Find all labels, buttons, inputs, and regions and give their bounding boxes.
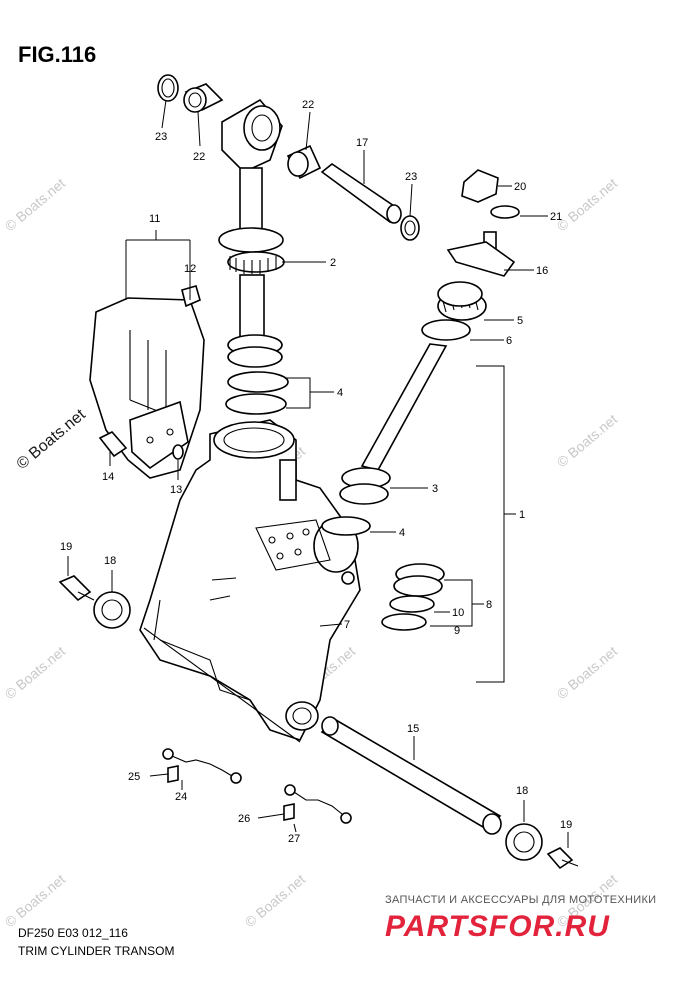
callout-8: 8 [486,599,492,611]
watermark: © Boats.net [554,411,621,470]
callout-6: 6 [506,335,512,347]
part-4-o-ring-lower[interactable] [321,516,371,536]
part-10-o-ring[interactable] [389,595,435,613]
part-24-ground-lead[interactable] [162,748,242,784]
part-5-cap[interactable] [437,281,487,321]
callout-10: 10 [452,607,464,619]
watermark: © Boats.net [14,406,90,473]
leader-lines [67,99,569,848]
part-21-washer[interactable] [490,205,520,219]
part-6-o-ring[interactable] [421,319,471,341]
part-4-o-rings-upper[interactable] [225,371,289,415]
watermark: © Boats.net [2,871,69,930]
callout-4: 4 [337,387,343,399]
callout-24: 24 [175,791,187,803]
part-22-bushing[interactable] [183,83,224,113]
callout-11: 11 [149,213,160,225]
part-18-bushing-right[interactable] [505,823,543,861]
callout-13: 13 [170,484,182,496]
callout-12: 12 [184,263,196,275]
callout-22: 22 [193,151,205,163]
part-9-o-ring[interactable] [381,613,427,631]
callout-4: 4 [399,527,405,539]
watermark: © Boats.net [2,643,69,702]
part-19-bolt-left[interactable] [58,575,95,602]
watermark: © Boats.net [242,871,309,930]
part-22-bushing-right[interactable] [286,144,322,180]
part-2-cylinder-rod-assembly[interactable] [218,98,285,368]
callout-22: 22 [302,99,314,111]
part-7-cylinder-body[interactable] [139,419,361,743]
callout-labels: 23 22 22 17 23 20 21 11 12 2 16 5 6 4 14… [60,99,572,845]
callout-17: 17 [356,137,368,149]
part-23-circlip-right[interactable] [400,215,420,241]
callout-19: 19 [60,541,72,553]
shop-tagline: ЗАПЧАСТИ И АКСЕССУАРЫ ДЛЯ МОТОТЕХНИКИ [385,894,657,906]
diagram-code: DF250 E03 012_116 [18,926,128,940]
callout-23: 23 [155,131,167,143]
diagram-caption: TRIM CYLINDER TRANSOM [18,944,175,958]
callout-23: 23 [405,171,417,183]
callout-19: 19 [560,819,572,831]
watermark: © Boats.net [2,175,69,234]
part-27-ground-lead[interactable] [284,784,352,824]
callout-14: 14 [102,471,114,483]
part-23-circlip[interactable] [157,74,179,102]
part-17-pin[interactable] [320,163,402,224]
callout-16: 16 [536,265,548,277]
callout-1: 1 [519,509,525,521]
callout-2: 2 [330,257,336,269]
part-8-piston[interactable] [393,563,445,597]
part-14-bolt[interactable] [98,431,128,458]
part-20-nut[interactable] [461,169,499,203]
callout-25: 25 [128,771,140,783]
watermark: © Boats.net [554,643,621,702]
shop-logo: PARTSFOR.RU [385,910,610,943]
part-3-piston-rod[interactable] [339,343,448,505]
part-12-plug[interactable] [181,285,201,308]
callout-26: 26 [238,813,250,825]
callout-18: 18 [516,785,528,797]
callout-15: 15 [407,723,419,735]
callout-21: 21 [550,211,562,223]
callout-3: 3 [432,483,438,495]
part-13-washer[interactable] [172,444,184,460]
part-26-bolt[interactable] [283,803,295,821]
part-19-bolt-right[interactable] [546,847,579,870]
watermark: © Boats.net [554,175,621,234]
callout-5: 5 [517,315,523,327]
part-25-bolt[interactable] [167,765,179,783]
part-16-cap[interactable] [446,231,516,277]
callout-18: 18 [104,555,116,567]
part-15-shaft[interactable] [320,716,502,835]
callout-9: 9 [454,625,460,637]
callout-27: 27 [288,833,300,845]
part-18-bushing-left[interactable] [93,591,131,629]
part-11-cover[interactable] [89,297,205,479]
figure-title: FIG.116 [18,42,97,67]
callout-20: 20 [514,181,526,193]
callout-7: 7 [344,619,350,631]
